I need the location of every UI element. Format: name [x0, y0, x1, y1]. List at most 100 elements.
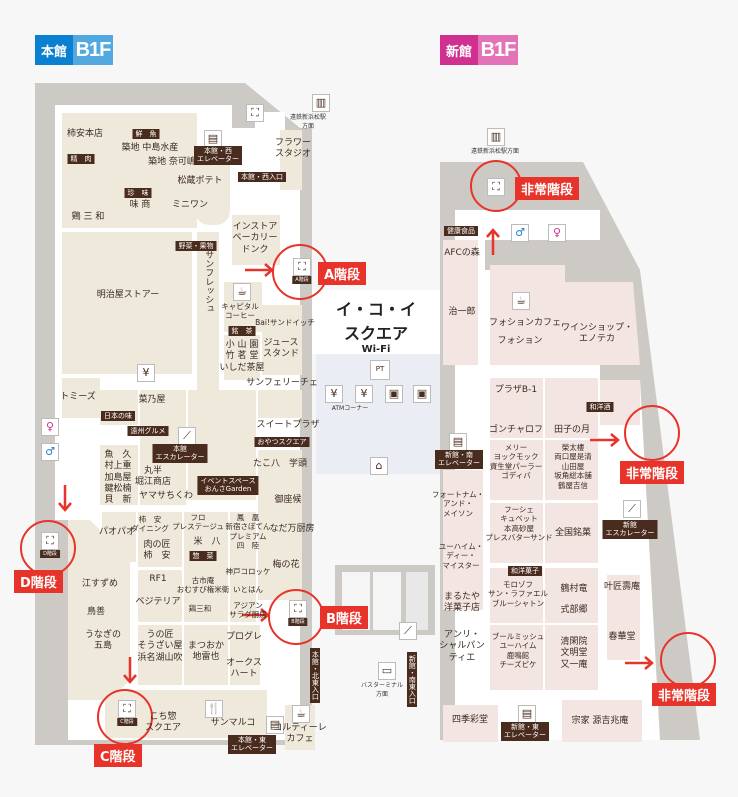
store-label[interactable]: パオパオ — [98, 527, 136, 537]
stairs-icon: ⛶ — [293, 258, 311, 276]
honkan-building-label: 本館 — [35, 35, 73, 65]
store-label[interactable]: 築地 中島水産 — [121, 143, 179, 153]
store-label[interactable]: 清閑院 文明堂 又一庵 — [560, 637, 588, 670]
store-label[interactable]: フォション — [497, 336, 543, 346]
store-label[interactable]: まつおか 地雷也 — [187, 641, 225, 663]
store-label[interactable]: ジュース スタンド — [262, 338, 300, 360]
store-label[interactable]: スイートプラザ — [256, 420, 320, 430]
store-label[interactable]: インストア ベーカリー ドンク — [232, 222, 278, 255]
stairs-label[interactable]: D階段 — [14, 570, 63, 593]
ikoi-square[interactable]: イ・コ・イ スクエア Wi-Fi — [312, 290, 440, 355]
store-label[interactable]: ユーハイム・ ディー・ マイスター — [438, 542, 484, 570]
store-label[interactable]: 鶴村竜 — [560, 584, 588, 594]
restaurant-icon: 🍴 — [205, 700, 223, 718]
store-label[interactable]: 松蔵ポテト — [177, 176, 223, 186]
store-label[interactable]: プログレ — [225, 632, 263, 642]
store-label[interactable]: Bai!サンドイッチ — [255, 318, 315, 327]
store-label[interactable]: ゴンチャロフ — [489, 425, 543, 435]
category-tag: 和洋酒 — [586, 402, 614, 413]
store-label[interactable]: 米 八 — [193, 537, 221, 547]
escalator-icon: ⟋ — [623, 500, 641, 518]
store-label[interactable]: フラワー スタジオ — [274, 138, 312, 160]
store-label[interactable]: 式部郷 — [560, 605, 588, 615]
stairs-label[interactable]: 非常階段 — [515, 177, 580, 200]
store-label[interactable]: メリー ヨックモック 資生堂パーラー ゴディバ — [489, 443, 543, 481]
store-label[interactable]: なだ万厨房 — [269, 524, 315, 534]
store-label[interactable]: こち惣 スクエア — [144, 712, 182, 734]
store-label[interactable]: 鶏 三 和 — [71, 212, 105, 222]
store-label[interactable]: 魚 久 村上重 加島屋 鍵松楠 貝 新 — [104, 450, 132, 505]
store-label[interactable]: 味 商 — [129, 200, 151, 210]
store-label[interactable]: サンマルコ — [210, 718, 256, 728]
store-label[interactable]: 御座候 — [274, 495, 302, 505]
store-label[interactable]: アンリ・ シャルパン ティエ — [439, 630, 485, 663]
stairs-label[interactable]: B階段 — [320, 606, 368, 629]
train-icon: ▥ — [312, 94, 330, 112]
store-label[interactable]: 小 山 園 竹 茗 堂 いしだ茶屋 — [219, 340, 265, 373]
store-label[interactable]: フォションカフェ — [488, 318, 562, 328]
store-label[interactable]: フーシェ キュベット 本高砂屋 プレスバターサンド — [485, 505, 553, 543]
store-label[interactable]: 榮太樓 両口屋是清 山田屋 坂角総本舗 鶴屋吉信 — [554, 443, 592, 490]
direction-label: 遠鉄新浜松駅方面 — [470, 148, 520, 155]
store-label[interactable]: 丸半 堀江商店 — [134, 466, 172, 488]
store-label[interactable]: 梅の花 — [272, 560, 300, 570]
category-tag: 珍 味 — [124, 188, 152, 199]
store-label[interactable]: 江すずめ — [81, 579, 119, 589]
store-label[interactable]: 築地 奈可嶋 — [148, 157, 196, 167]
stairs-highlight-ring — [624, 405, 680, 461]
store-label[interactable]: 鶏三和 — [188, 604, 212, 613]
store-label[interactable]: フォートナム・ アンド・ メイソン — [431, 490, 485, 518]
store-label[interactable]: 治一郎 — [448, 307, 476, 317]
store-label[interactable]: 宗家 源吉兆庵 — [571, 716, 629, 726]
store-label[interactable]: AFCの森 — [444, 248, 480, 258]
stairs-icon: ⛶ — [118, 700, 136, 718]
store-label[interactable]: キャピタル コーヒー — [221, 302, 259, 321]
store-label[interactable]: 春華堂 — [608, 632, 636, 642]
store-label[interactable]: 鳳 凰 新宿さぼてん プレミアム 四 陸 — [225, 513, 271, 551]
store-label[interactable]: 明治屋ストアー — [96, 290, 160, 300]
stairs-icon-label: D階段 — [40, 550, 60, 558]
store-label[interactable]: コルティーレ カフェ — [273, 723, 327, 745]
store-label[interactable]: 柿安本店 — [66, 129, 104, 139]
store-label[interactable]: 肉の匠 柿 安 — [143, 540, 171, 562]
stairs-label[interactable]: 非常階段 — [652, 683, 717, 706]
category-tag: 野菜・果物 — [175, 241, 217, 252]
store-label[interactable]: ワインショップ・ エノテカ — [560, 323, 634, 345]
stairs-label[interactable]: C階段 — [94, 744, 142, 767]
store-label[interactable]: いとはん — [233, 585, 263, 594]
store-label[interactable]: 菜乃屋 — [138, 395, 166, 405]
store-label[interactable]: 柿 安 ダイニング — [131, 515, 169, 534]
store-label[interactable]: サンフレッシュ — [203, 250, 214, 313]
wifi-label: Wi-Fi — [361, 344, 391, 355]
store-label[interactable]: ヤマサちくわ — [138, 491, 194, 501]
store-label[interactable]: サンフェリーチェ — [246, 378, 318, 388]
store-label[interactable]: 全国銘菓 — [554, 528, 592, 538]
store-label[interactable]: 神戸コロッケ — [225, 567, 271, 576]
store-label[interactable]: 古市庵 おむすび権米衛 — [176, 576, 230, 595]
stairs-label[interactable]: A階段 — [318, 262, 367, 285]
store-label[interactable]: RF1 — [149, 574, 167, 584]
store-label[interactable]: 田子の月 — [553, 425, 591, 435]
store-label[interactable]: ミニワン — [171, 200, 209, 210]
store-label[interactable]: 四季彩堂 — [451, 715, 489, 725]
store-label[interactable]: トミーズ — [60, 392, 96, 402]
stairs-label[interactable]: 非常階段 — [620, 461, 685, 484]
store-label[interactable]: まるたや 洋菓子店 — [443, 592, 481, 614]
cafe-icon: ☕ — [233, 283, 251, 301]
store-label[interactable]: 叶匠壽庵 — [603, 582, 641, 592]
category-tag: 惣 菜 — [189, 551, 217, 562]
category-tag: 本館・東 エレベーター — [228, 735, 276, 754]
store-label[interactable]: オークス ハート — [226, 658, 262, 680]
store-label[interactable]: フロ プレステージュ — [172, 513, 224, 532]
stairs-icon: ⛶ — [41, 532, 59, 550]
store-label[interactable]: うなぎの 五島 — [84, 630, 122, 652]
store-label[interactable]: 鳥善 — [86, 607, 106, 617]
store-label[interactable]: うの匠 そうざい屋 浜名湖山吹 — [137, 630, 183, 663]
store-label[interactable]: ベジテリア — [135, 597, 181, 607]
store-label[interactable]: たこ八 学頭 — [252, 459, 308, 469]
store-label[interactable]: モロゾフ サン・ラファエル ブルーシャトン — [488, 580, 548, 608]
store-label[interactable]: プラザB-1 — [494, 385, 538, 395]
store-label[interactable]: アジアン サラダ厨房 — [229, 601, 267, 620]
store-label[interactable]: ブールミッシュ ユーハイム 鹿鳴館 チーズピケ — [491, 632, 545, 670]
